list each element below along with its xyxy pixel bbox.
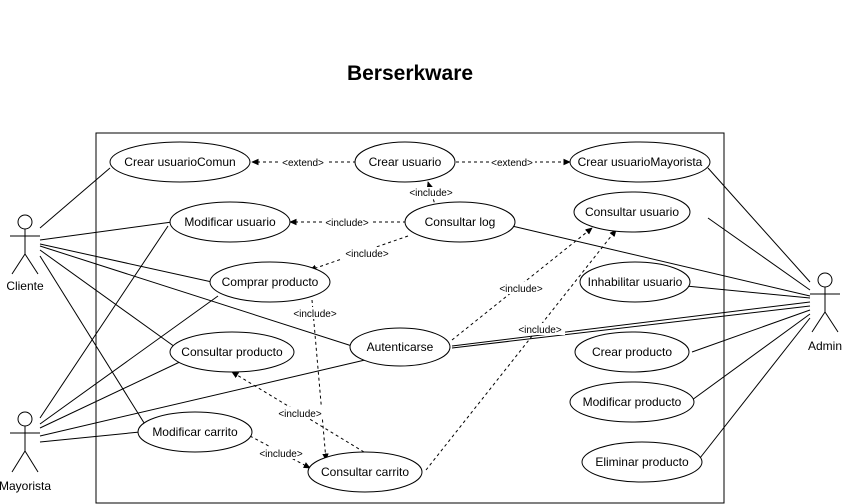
label-include-auth-consultar-usuario: <include> [499,284,543,295]
label-include-carrito-producto: <include> [278,409,322,420]
assoc-mayorista-modificar-usuario [39,225,169,419]
actor-head [17,214,33,230]
label-include-log-comprar: <include> [345,249,389,260]
assoc-admin-modificar-producto [691,313,811,401]
assoc-mayorista-modificar-carrito [39,431,141,443]
use-case-consultar-carrito[interactable]: Consultar carrito [307,451,423,493]
use-case-autenticarse[interactable]: Autenticarse [349,327,451,367]
actor-admin[interactable]: Admin [808,272,842,353]
assoc-cliente-consultar-producto [39,249,183,353]
assoc-admin-inhabilitar-usuario [685,285,811,299]
actor-label-cliente: Cliente [6,279,44,293]
use-case-consultar-log[interactable]: Consultar log [404,201,516,243]
use-case-crear-producto[interactable]: Crear producto [574,331,690,373]
use-case-label: Modificar producto [583,395,682,409]
assoc-mayorista-consultar-producto [39,359,185,429]
use-case-label: Modificar carrito [152,425,238,439]
use-case-comprar-producto[interactable]: Comprar producto [209,261,331,303]
use-case-modificar-producto[interactable]: Modificar producto [569,381,695,423]
assoc-admin-consultar-usuario [707,217,811,291]
system-boundary [95,132,725,504]
label-include-modificar-carrito: <include> [259,449,303,460]
use-case-label: Consultar log [425,215,496,229]
actor-head [817,272,833,288]
include-arrow-modificar-carrito [249,435,310,469]
assoc-cliente-comprar-producto [39,243,213,283]
relation-labels: <extend> <extend> <include> <include> <i… [256,156,565,460]
use-case-label: Crear producto [592,345,672,359]
use-case-label: Inhabilitar usuario [588,275,683,289]
use-case-consultar-producto[interactable]: Consultar producto [169,331,295,373]
use-case-label: Modificar usuario [184,215,276,229]
label-include-log-crear: <include> [409,188,453,199]
use-case-inhabilitar-usuario[interactable]: Inhabilitar usuario [579,261,691,303]
actor-label-admin: Admin [808,339,842,353]
associations [39,167,811,459]
label-include-comprar-carrito: <include> [293,309,337,320]
assoc-mayorista-autenticarse [39,359,366,437]
actor-mayorista[interactable]: Mayorista [0,411,51,493]
use-case-label: Comprar producto [222,275,319,289]
label-include-carrito-consultar-usuario: <include> [518,325,562,336]
use-case-label: Consultar producto [181,345,283,359]
assoc-admin-consultar-log [511,225,811,297]
assoc-admin-crear-producto [691,309,811,353]
use-case-label: Consultar usuario [585,205,679,219]
use-case-label: Crear usuarioComun [124,155,235,169]
use-case-label: Eliminar producto [595,455,689,469]
assoc-cliente-modificar-usuario [39,221,173,241]
use-case-consultar-usuario[interactable]: Consultar usuario [573,191,691,233]
actor-cliente[interactable]: Cliente [6,214,44,293]
include-arrow-log-comprar [310,235,409,270]
label-include-log-modificar: <include> [325,218,369,229]
use-case-modificar-carrito[interactable]: Modificar carrito [137,411,253,453]
use-case-modificar-usuario[interactable]: Modificar usuario [169,201,291,243]
use-case-crear-usuario-comun[interactable]: Crear usuarioComun [109,141,251,183]
assoc-cliente-crear-usuario-comun [39,167,111,229]
use-case-label: Consultar carrito [321,465,409,479]
use-case-label: Autenticarse [367,340,434,354]
assoc-cliente-autenticarse [39,245,353,347]
include-arrow-carrito-producto [232,372,365,453]
use-case-crear-usuario[interactable]: Crear usuario [354,141,456,183]
assoc-cliente-modificar-carrito [39,255,147,427]
use-case-eliminar-producto[interactable]: Eliminar producto [581,441,703,483]
assoc-admin-eliminar-producto [699,317,811,459]
use-case-crear-usuario-mayorista[interactable]: Crear usuarioMayorista [569,141,711,183]
label-extend-mayorista: <extend> [491,158,533,169]
assoc-admin-crear-usuario-mayorista [707,167,811,283]
actor-label-mayorista: Mayorista [0,479,51,493]
dependencies [232,162,616,471]
use-case-label: Crear usuarioMayorista [578,155,703,169]
include-arrow-comprar-carrito [311,299,326,460]
label-extend-comun: <extend> [282,158,324,169]
assoc-mayorista-comprar-producto [39,295,219,425]
actor-head [17,411,33,427]
diagram-title: Berserkware [347,62,473,85]
assoc-admin-autenticarse-1 [451,301,811,347]
assoc-admin-autenticarse-2 [451,305,811,349]
use-case-label: Crear usuario [369,155,442,169]
